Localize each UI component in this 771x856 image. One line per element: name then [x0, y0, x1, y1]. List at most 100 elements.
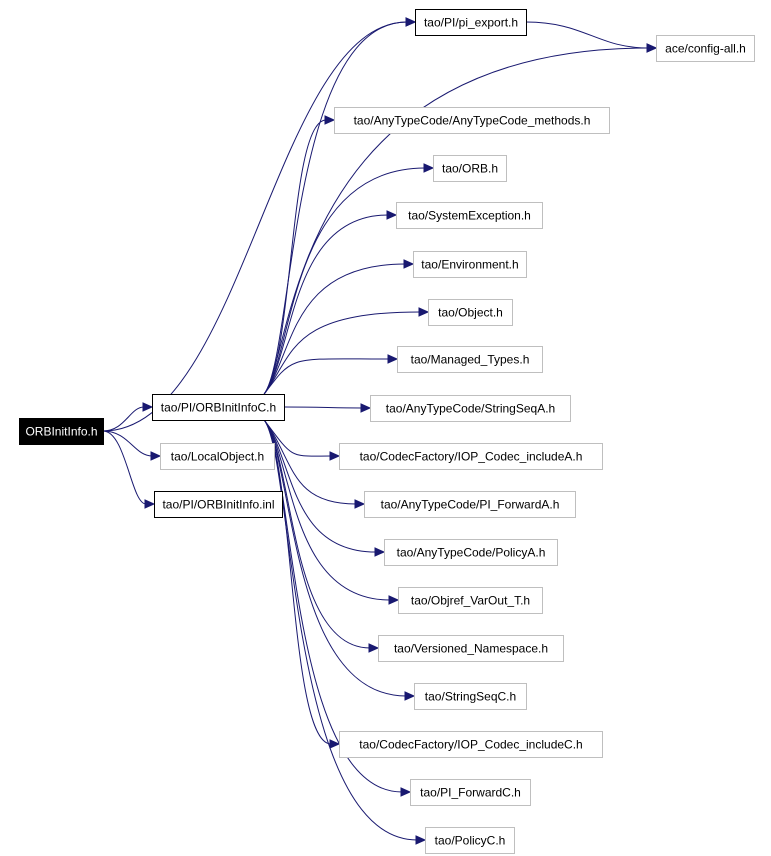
edge-orbinitinfoc-to-orb [263, 163, 435, 395]
node-label: tao/SystemException.h [408, 209, 531, 223]
node-anytypecode_methods[interactable]: tao/AnyTypeCode/AnyTypeCode_methods.h [334, 107, 610, 134]
edge-line [263, 263, 406, 395]
node-box [370, 395, 571, 422]
node-label: tao/Object.h [438, 306, 503, 320]
node-systemexception[interactable]: tao/SystemException.h [396, 202, 543, 229]
node-pi_forwarda[interactable]: tao/AnyTypeCode/PI_ForwardA.h [364, 491, 576, 518]
node-label: ORBInitInfo.h [25, 425, 97, 439]
edge-arrowhead [646, 43, 658, 53]
edge-arrowhead [329, 739, 341, 749]
node-box [339, 731, 603, 758]
node-object[interactable]: tao/Object.h [428, 299, 513, 326]
node-orb[interactable]: tao/ORB.h [433, 155, 507, 182]
edge-line [263, 358, 390, 395]
edges-layer [102, 17, 658, 845]
node-box [413, 251, 527, 278]
node-box [397, 346, 543, 373]
node-environment[interactable]: tao/Environment.h [413, 251, 527, 278]
edge-arrowhead [142, 402, 154, 412]
node-box [415, 9, 527, 36]
edge-orbinitinfoc-to-policyc [263, 419, 427, 845]
edge-line [263, 419, 418, 841]
node-box [339, 443, 603, 470]
node-label: tao/StringSeqC.h [425, 690, 516, 704]
node-label: tao/ORB.h [442, 162, 498, 176]
node-label: tao/CodecFactory/IOP_Codec_includeA.h [360, 450, 583, 464]
node-pi_forwardc[interactable]: tao/PI_ForwardC.h [410, 779, 531, 806]
node-pi_export[interactable]: tao/PI/pi_export.h [415, 9, 527, 36]
edge-line [283, 406, 363, 409]
node-box [364, 491, 576, 518]
node-label: ace/config-all.h [665, 42, 746, 56]
edge-root-to-orbinitinfoc [102, 402, 154, 432]
node-label: tao/LocalObject.h [171, 450, 264, 464]
node-box [433, 155, 507, 182]
node-box [334, 107, 610, 134]
node-box [396, 202, 543, 229]
node-config_all[interactable]: ace/config-all.h [656, 35, 755, 62]
edge-line [102, 430, 153, 457]
edge-arrowhead [144, 499, 156, 509]
node-label: tao/Managed_Types.h [411, 353, 530, 367]
edge-line [263, 419, 391, 601]
node-label: tao/PI/ORBInitInfoC.h [161, 401, 276, 415]
edge-orbinitinfoc-to-policya [263, 419, 386, 557]
edge-root-to-orbinitinfoinl [102, 430, 156, 509]
edge-root-to-localobject [102, 430, 162, 461]
node-box [19, 418, 104, 445]
edge-arrowhead [374, 547, 386, 557]
edge-orbinitinfoc-to-iop_codec_includec [263, 419, 341, 749]
node-label: tao/CodecFactory/IOP_Codec_includeC.h [359, 738, 582, 752]
node-stringseqc[interactable]: tao/StringSeqC.h [414, 683, 527, 710]
edge-arrowhead [324, 115, 336, 125]
edge-arrowhead [418, 307, 430, 317]
node-iop_codec_includea[interactable]: tao/CodecFactory/IOP_Codec_includeA.h [339, 443, 603, 470]
node-policyc[interactable]: tao/PolicyC.h [425, 827, 515, 854]
node-label: tao/AnyTypeCode/PI_ForwardA.h [381, 498, 560, 512]
edge-arrowhead [329, 451, 341, 461]
edge-line [263, 21, 408, 395]
node-orbinitinfoc[interactable]: tao/PI/ORBInitInfoC.h [152, 394, 285, 421]
edge-orbinitinfoc-to-pi_forwarda [263, 419, 366, 509]
edge-arrowhead [405, 17, 417, 27]
edge-line [263, 214, 389, 395]
node-stringseqa[interactable]: tao/AnyTypeCode/StringSeqA.h [370, 395, 571, 422]
node-root[interactable]: ORBInitInfo.h [19, 418, 104, 445]
edge-line [263, 167, 426, 395]
edge-arrowhead [415, 835, 427, 845]
node-box [154, 491, 283, 518]
edge-line [263, 119, 327, 395]
node-label: tao/AnyTypeCode/AnyTypeCode_methods.h [354, 114, 591, 128]
edge-orbinitinfoc-to-object [263, 307, 430, 395]
node-label: tao/PI/ORBInitInfo.inl [162, 498, 274, 512]
node-box [160, 443, 275, 470]
edge-arrowhead [403, 259, 415, 269]
edge-arrowhead [368, 643, 380, 653]
node-iop_codec_includec[interactable]: tao/CodecFactory/IOP_Codec_includeC.h [339, 731, 603, 758]
edge-arrowhead [423, 163, 435, 173]
node-label: tao/AnyTypeCode/StringSeqA.h [386, 402, 555, 416]
node-managed_types[interactable]: tao/Managed_Types.h [397, 346, 543, 373]
node-label: tao/Objref_VarOut_T.h [411, 594, 530, 608]
edge-arrowhead [360, 403, 372, 413]
node-versioned_namespace[interactable]: tao/Versioned_Namespace.h [378, 635, 564, 662]
node-policya[interactable]: tao/AnyTypeCode/PolicyA.h [384, 539, 558, 566]
node-localobject[interactable]: tao/LocalObject.h [160, 443, 275, 470]
node-objref_varout[interactable]: tao/Objref_VarOut_T.h [398, 587, 543, 614]
edge-root-to-pi_export [102, 17, 417, 432]
nodes-layer: ORBInitInfo.h tao/PI/ORBInitInfoC.h tao/Lo… [19, 9, 755, 854]
edge-orbinitinfoc-to-objref_varout [263, 419, 400, 605]
node-box [414, 683, 527, 710]
node-orbinitinfoinl[interactable]: tao/PI/ORBInitInfo.inl [154, 491, 283, 518]
edge-line [102, 21, 408, 432]
node-box [425, 827, 515, 854]
edge-orbinitinfoc-to-systemexception [263, 210, 398, 395]
node-label: tao/Environment.h [421, 258, 518, 272]
node-box [428, 299, 513, 326]
node-box [152, 394, 285, 421]
node-box [410, 779, 531, 806]
node-box [398, 587, 543, 614]
edge-arrowhead [404, 691, 416, 701]
edge-line [102, 430, 147, 505]
